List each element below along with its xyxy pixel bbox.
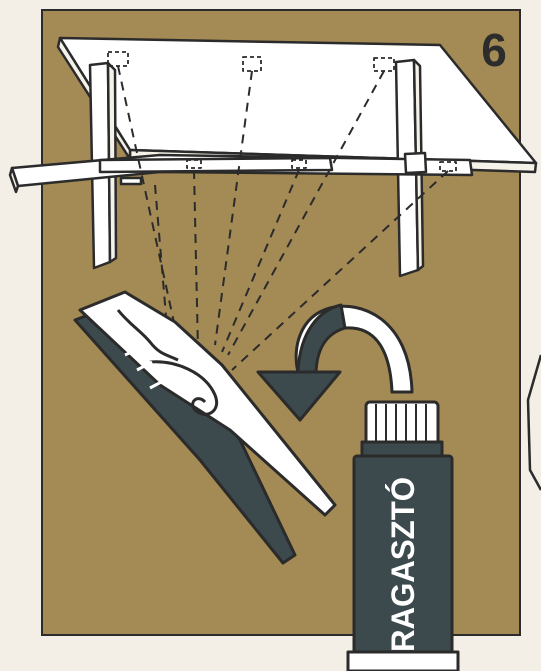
glue-tube-label: RAGASZTÓ: [385, 477, 421, 652]
step-number: 6: [470, 24, 518, 76]
